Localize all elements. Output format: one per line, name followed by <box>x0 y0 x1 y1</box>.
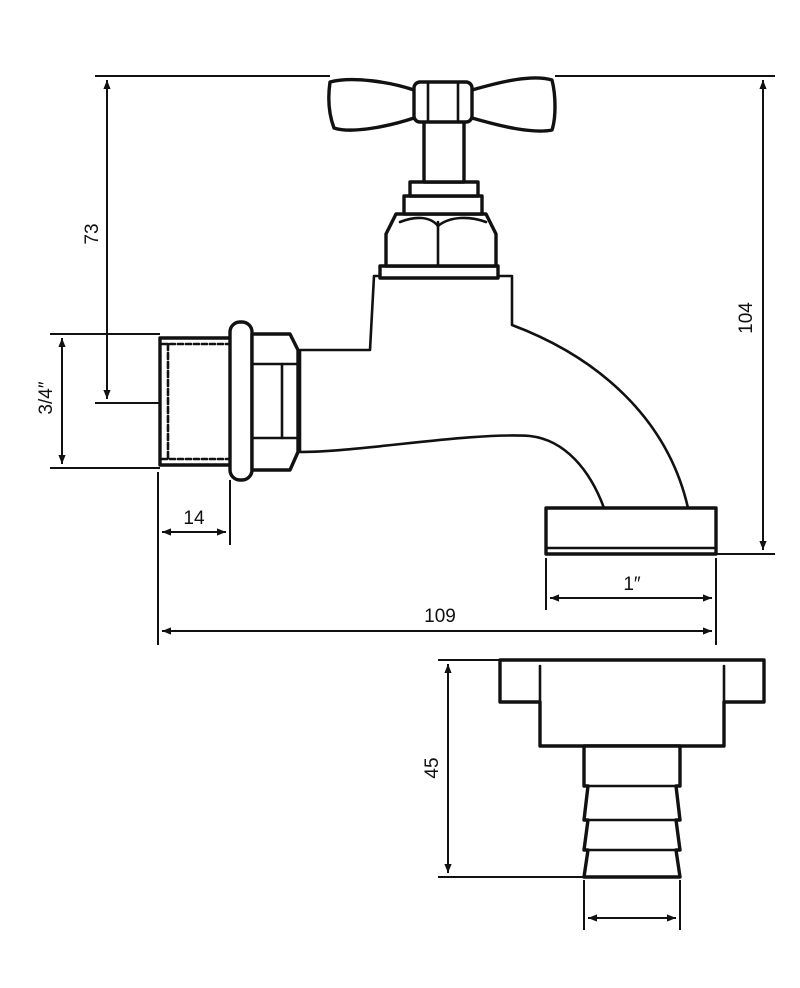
dim-label-73: 73 <box>82 223 103 244</box>
dim-label-14: 14 <box>183 508 205 529</box>
dim-label-109: 109 <box>424 606 456 627</box>
dim-label-1: 1″ <box>623 574 641 595</box>
dim-label-104: 104 <box>736 302 757 334</box>
tap-body <box>158 76 718 556</box>
dim-label-3-4: 3/4″ <box>36 381 57 414</box>
dim-label-45: 45 <box>422 757 443 778</box>
dimension-lines <box>58 80 767 922</box>
hose-adapter <box>498 658 766 879</box>
extension-lines <box>50 75 775 930</box>
